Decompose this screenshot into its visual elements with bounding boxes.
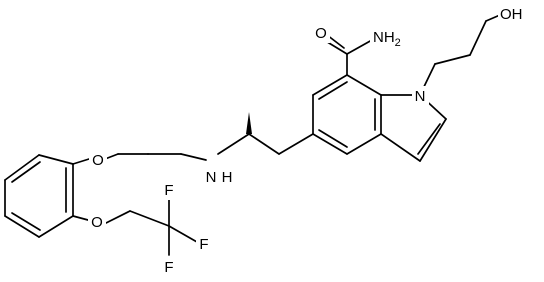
atom-o-carbonyl: O — [315, 25, 327, 42]
bond — [419, 118, 447, 162]
atom-o-ether-lower: O — [91, 214, 103, 231]
bond — [72, 215, 89, 221]
atom-labels: O NH2 OH N N H O O F F F — [88, 4, 528, 277]
bond — [278, 133, 314, 155]
bond — [417, 123, 441, 155]
label-bg — [370, 27, 408, 47]
bond — [346, 133, 382, 155]
bond — [105, 210, 131, 224]
nh2-subscript: 2 — [395, 37, 401, 49]
atom-n-amine: N — [206, 169, 217, 186]
bond — [485, 14, 501, 22]
atom-f-bottom: F — [164, 259, 173, 276]
stereo-wedge-bond — [246, 112, 252, 134]
bond — [217, 133, 250, 155]
bond — [312, 133, 348, 155]
bond — [4, 215, 40, 238]
bond — [168, 225, 198, 243]
bond — [38, 215, 74, 238]
bond — [318, 129, 348, 148]
bond — [346, 39, 373, 55]
label-bg — [196, 234, 211, 254]
bond — [11, 161, 41, 183]
atom-n-indole: N — [415, 88, 426, 105]
bond — [469, 20, 487, 56]
bond — [312, 74, 348, 96]
bond — [180, 153, 207, 161]
bond — [4, 154, 40, 181]
label-bg — [161, 180, 176, 200]
label-bg — [312, 23, 330, 43]
bond — [129, 210, 170, 227]
label-bg — [203, 167, 220, 187]
label-bg — [498, 4, 528, 24]
bond — [318, 81, 348, 100]
bond — [104, 153, 119, 160]
atom-o-ether-upper: O — [92, 152, 104, 169]
bond — [11, 212, 41, 231]
label-bg — [88, 212, 106, 232]
bond — [38, 154, 74, 165]
atom-f-right: F — [199, 236, 208, 253]
bond — [346, 74, 382, 96]
label-bg — [161, 257, 176, 277]
label-bg — [412, 86, 429, 106]
bond — [380, 133, 421, 162]
atom-oh: OH — [500, 6, 523, 23]
bond — [434, 54, 471, 65]
bonds — [4, 14, 501, 256]
label-bg — [89, 150, 107, 170]
bond — [72, 158, 90, 165]
atom-amine-h: H — [222, 169, 233, 186]
bond — [248, 133, 280, 155]
label-bg — [219, 167, 235, 187]
atom-nh2: NH2 — [373, 29, 401, 49]
atom-f-top: F — [164, 182, 173, 199]
